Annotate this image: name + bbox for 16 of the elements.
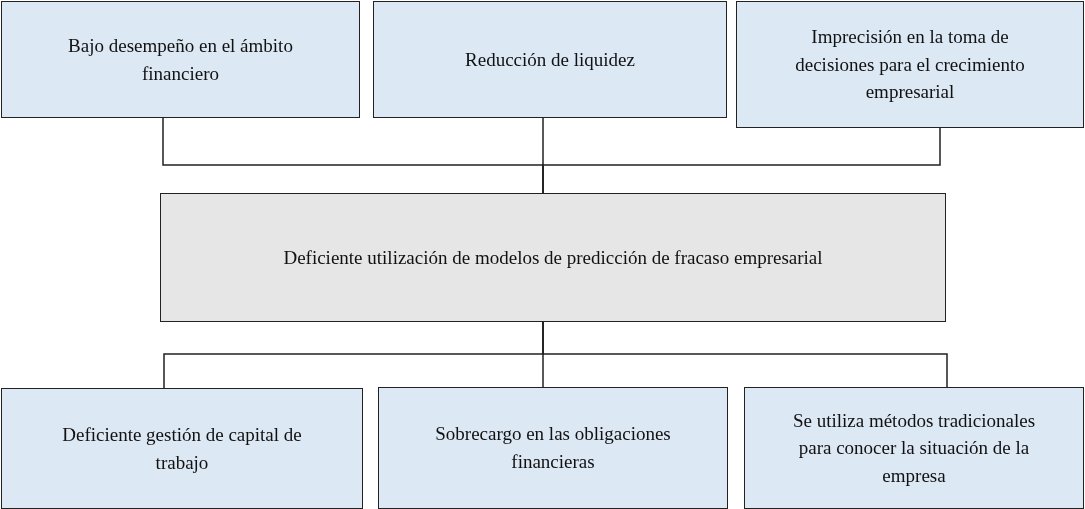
box	[378, 387, 728, 509]
box-text: Bajo desempeño en el ámbito financiero	[67, 33, 294, 86]
box	[736, 1, 1084, 128]
box	[1, 388, 363, 509]
box-text: Reducción de liquidez	[465, 47, 635, 72]
box-text: Sobrecargo en las obligaciones financieras	[434, 422, 672, 474]
box-text: Deficiente gestión de capital de trabajo	[61, 422, 303, 475]
box-text: Se utiliza métodos tradicionales para conocer la situación de la empresa	[791, 408, 1037, 488]
box	[373, 1, 727, 118]
connector-line	[542, 321, 948, 388]
box	[1, 1, 360, 118]
box-text: Imprecisión en la toma de decisiones para el crecimiento empresarial	[794, 25, 1026, 105]
connector-line	[542, 127, 941, 194]
central-problem-box	[160, 193, 946, 322]
box-text: Deficiente utilización de modelos de predicción de fracaso empresarial	[283, 245, 823, 270]
box	[744, 387, 1084, 509]
